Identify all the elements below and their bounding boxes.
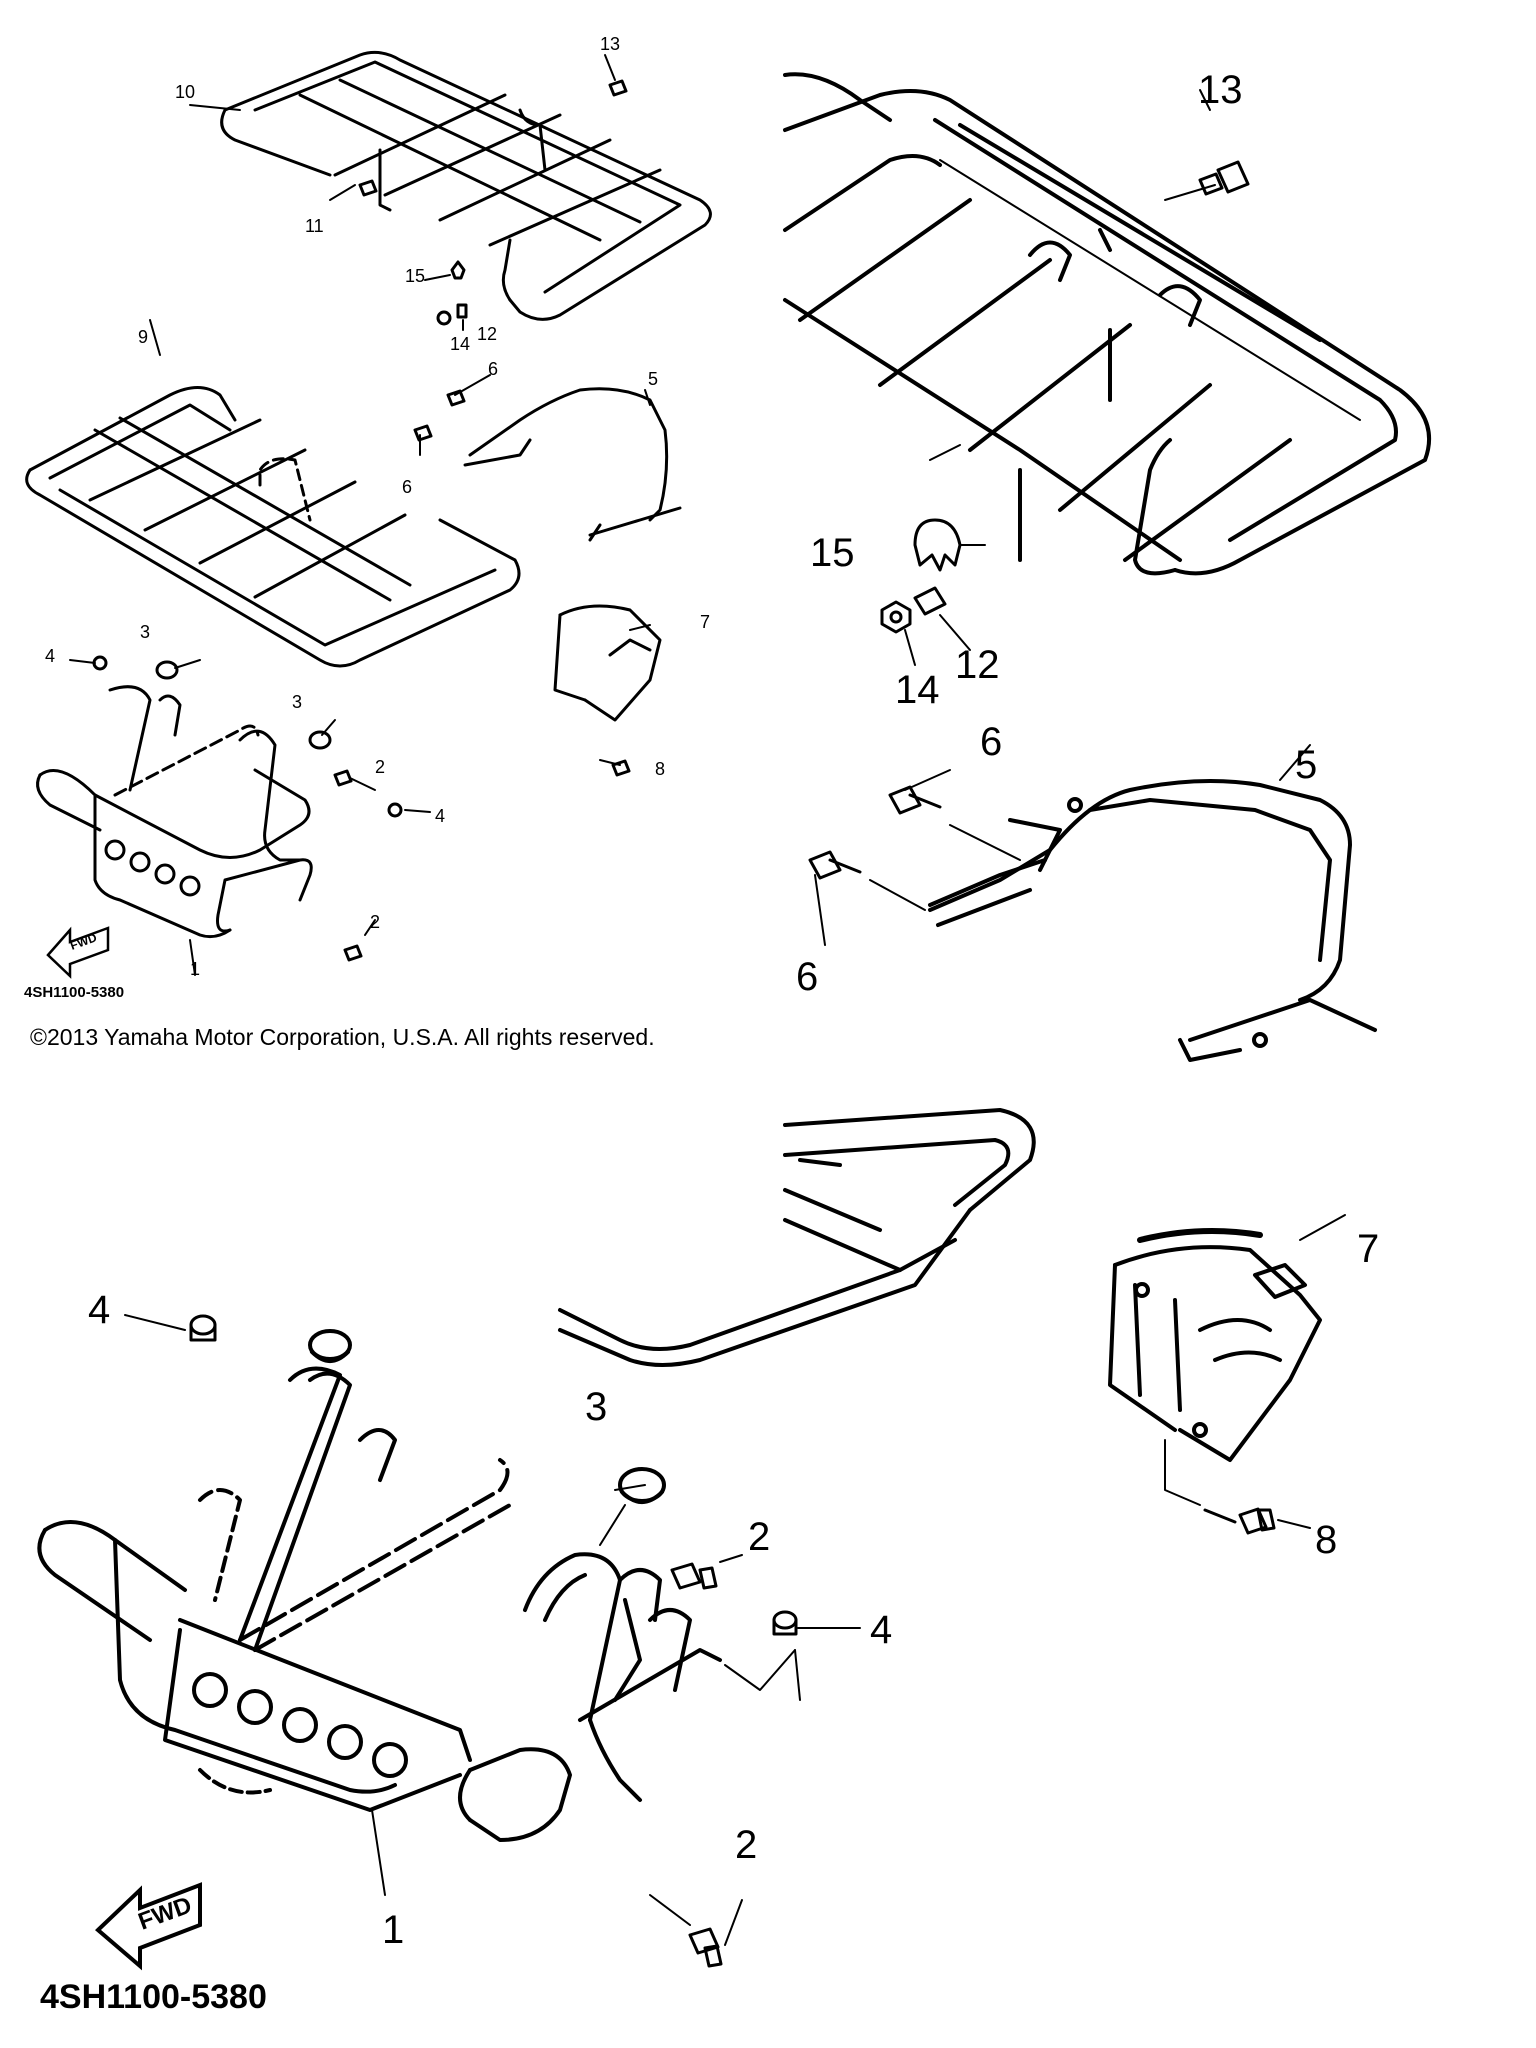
bolt-13-large: [1198, 160, 1250, 196]
callout-labels: 10 13 11 15 12 14 9 6 6 5 7 8 3 4 3 2 4 …: [45, 34, 1379, 1952]
clip-15-large: [913, 518, 962, 572]
callout-small-5: 5: [648, 369, 658, 389]
copyright-notice: ©2013 Yamaha Motor Corporation, U.S.A. A…: [30, 1024, 655, 1050]
callout-4b: 4: [870, 1608, 892, 1652]
callout-small-13: 13: [600, 34, 620, 54]
rear-carrier-large: [783, 72, 1432, 576]
rear-guard-small: [463, 387, 682, 542]
callout-small-14: 14: [450, 334, 470, 354]
callout-14: 14: [895, 668, 940, 712]
callout-small-4b: 4: [435, 806, 445, 826]
diagram-id-large: 4SH1100-5380: [40, 1978, 267, 2016]
callout-small-6a: 6: [488, 359, 498, 379]
callout-6b: 6: [796, 955, 818, 999]
bolt-8-large: [1164, 1439, 1276, 1535]
small-fasteners: [92, 79, 631, 962]
callout-small-9: 9: [138, 327, 148, 347]
callout-small-15: 15: [405, 266, 425, 286]
callout-small-4a: 4: [45, 646, 55, 666]
fwd-label-small: FWD: [68, 930, 99, 953]
bolts-2-large: [649, 1562, 723, 1968]
callout-small-6b: 6: [402, 477, 412, 497]
front-carrier-large-partial: [558, 1108, 1036, 1367]
fwd-arrow-small: [46, 926, 110, 979]
diagram-id-small: 4SH1100-5380: [24, 984, 125, 1001]
nut-14-large: [880, 600, 912, 634]
callout-small-3b: 3: [292, 692, 302, 712]
callout-small-8: 8: [655, 759, 665, 779]
callout-15: 15: [810, 531, 855, 575]
callout-small-2a: 2: [375, 757, 385, 777]
callout-7: 7: [1357, 1227, 1379, 1271]
callout-small-7: 7: [700, 612, 710, 632]
collar-12-large: [913, 586, 947, 616]
callout-4a: 4: [88, 1288, 110, 1332]
front-guard-small: [36, 685, 313, 939]
bolts-6-large: [808, 785, 1021, 911]
callout-small-12: 12: [477, 324, 497, 344]
callout-6a: 6: [980, 720, 1002, 764]
callout-3: 3: [585, 1385, 607, 1429]
bracket-small: [553, 604, 662, 722]
callout-small-11: 11: [305, 216, 324, 236]
callout-small-3a: 3: [140, 622, 150, 642]
leader-lines: [69, 54, 1346, 1946]
bracket-large: [1108, 1228, 1322, 1462]
callout-5: 5: [1295, 743, 1317, 787]
front-guard-large: [37, 1366, 722, 1842]
plugs-4-large: [189, 1314, 801, 1701]
callout-small-1: 1: [190, 959, 200, 979]
front-carrier-small: [25, 386, 521, 668]
rear-guard-large: [928, 779, 1377, 1062]
callout-13: 13: [1198, 68, 1243, 112]
callout-12: 12: [955, 643, 1000, 687]
rear-carrier-small: [220, 50, 712, 321]
callout-2b: 2: [735, 1823, 757, 1867]
caps-3-large: [308, 1329, 666, 1546]
callout-small-2b: 2: [370, 912, 380, 932]
callout-8: 8: [1315, 1518, 1337, 1562]
callout-small-10: 10: [175, 82, 195, 102]
callout-1: 1: [382, 1908, 404, 1952]
fwd-arrow-large: [95, 1882, 202, 1971]
callout-2a: 2: [748, 1515, 770, 1559]
